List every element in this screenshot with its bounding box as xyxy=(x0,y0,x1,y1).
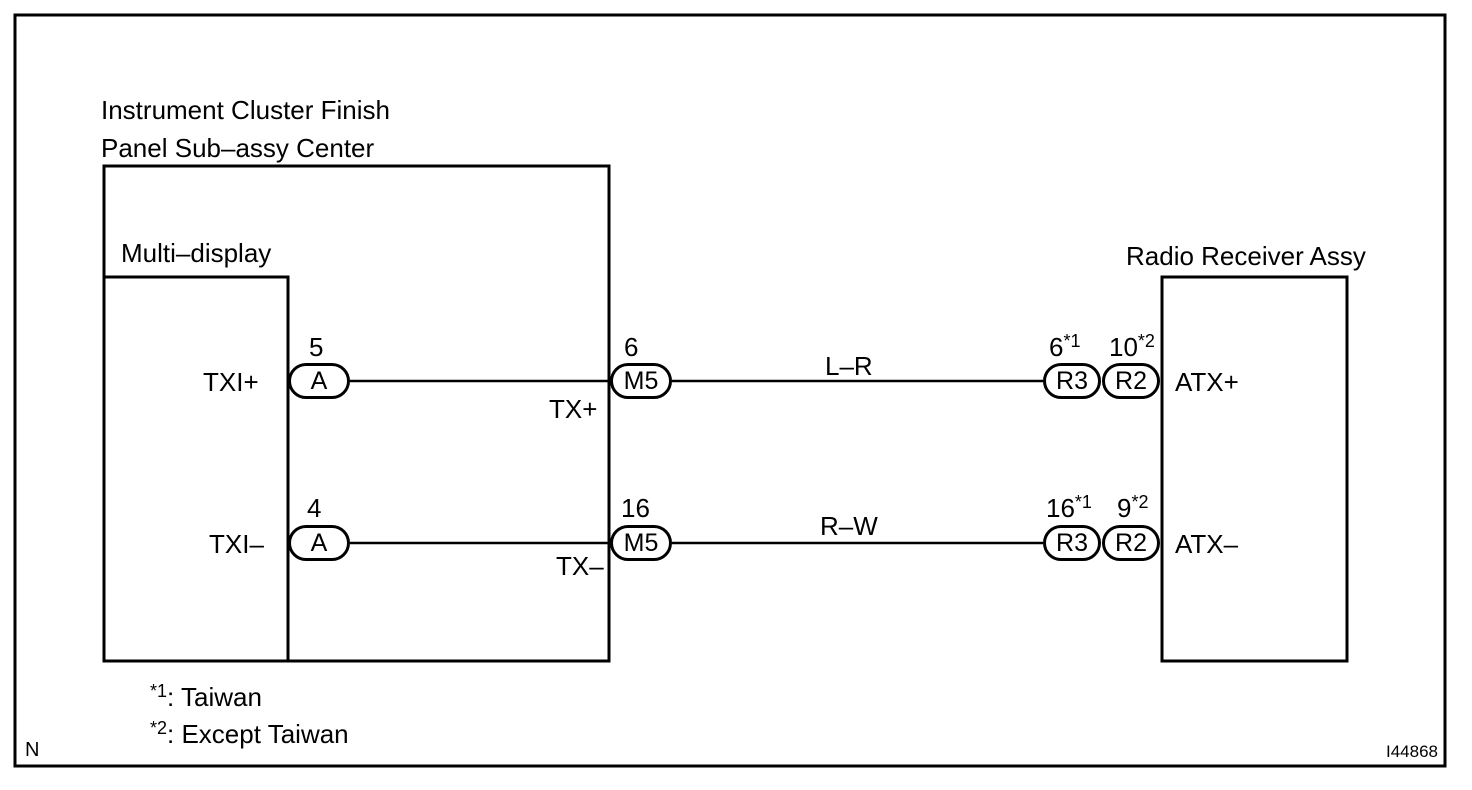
footnote-mark: *2 xyxy=(1137,331,1155,351)
connector-a-bottom: A xyxy=(288,525,350,561)
pin-atx-minus: ATX– xyxy=(1175,529,1239,559)
radio-receiver-box xyxy=(1160,275,1349,663)
pin-number-r3-bottom: 16*1 xyxy=(1046,492,1092,523)
pin-number-a-top: 5 xyxy=(309,332,324,362)
connector-m5-bottom: M5 xyxy=(610,525,672,561)
pin-number-r3-top: 6*1 xyxy=(1049,331,1081,362)
connector-r3-bottom: R3 xyxy=(1043,525,1101,561)
pin-txi-minus: TXI– xyxy=(209,529,264,559)
pin-tx-minus: TX– xyxy=(556,551,604,581)
radio-title: Radio Receiver Assy xyxy=(1126,241,1366,271)
connector-r2-top: R2 xyxy=(1102,363,1160,399)
connector-m5-top: M5 xyxy=(610,363,672,399)
figure-id: I44868 xyxy=(1386,742,1438,761)
pin-number-r2-bottom: 9*2 xyxy=(1117,492,1149,523)
pin-number-a-bottom: 4 xyxy=(307,493,322,523)
multi-display-box xyxy=(102,275,290,663)
panel-title-line1: Instrument Cluster Finish xyxy=(101,95,390,125)
connector-a-top: A xyxy=(288,363,350,399)
panel-title-line2: Panel Sub–assy Center xyxy=(101,133,375,163)
corner-letter: N xyxy=(25,739,40,761)
wire-label-bottom: R–W xyxy=(820,511,878,541)
connector-r2-bottom: R2 xyxy=(1102,525,1160,561)
footnote-mark: *1 xyxy=(1074,492,1092,512)
outer-frame xyxy=(13,13,1447,768)
footnote-mark: *1 xyxy=(150,681,168,701)
pin-number-m5-top: 6 xyxy=(624,332,639,362)
footnote-mark: *2 xyxy=(1131,492,1149,512)
pin-number-m5-bottom: 16 xyxy=(621,493,650,523)
pin-txi-plus: TXI+ xyxy=(203,367,259,397)
footnote-2: *2: Except Taiwan xyxy=(150,718,349,749)
pin-tx-plus: TX+ xyxy=(549,394,598,424)
footnote-1: *1: Taiwan xyxy=(150,681,262,712)
connector-r3-top: R3 xyxy=(1043,363,1101,399)
wire-label-top: L–R xyxy=(825,351,873,381)
pin-number-r2-top: 10*2 xyxy=(1109,331,1155,362)
pin-atx-plus: ATX+ xyxy=(1175,367,1239,397)
footnote-mark: *2 xyxy=(150,718,168,738)
multi-display-title: Multi–display xyxy=(121,238,272,268)
footnote-mark: *1 xyxy=(1063,331,1081,351)
